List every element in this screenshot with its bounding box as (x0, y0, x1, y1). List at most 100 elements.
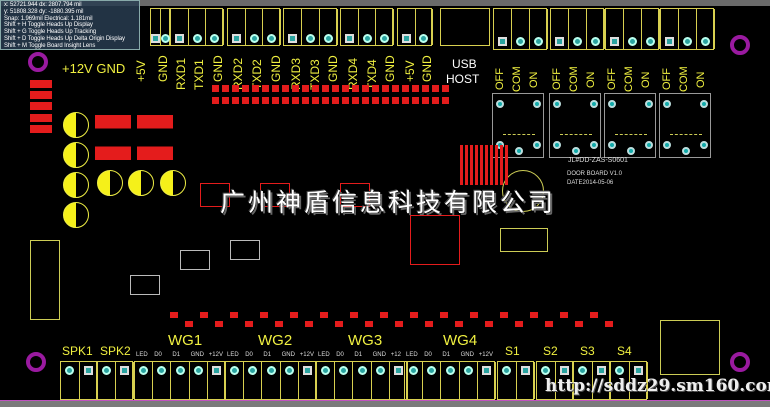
header-label: WG1 (168, 332, 203, 349)
connector-divider (297, 362, 299, 399)
pin-pad (284, 366, 294, 375)
pin-pad (615, 366, 625, 375)
resistor-pad (372, 85, 379, 92)
resistor-pad (402, 85, 409, 92)
ic-pin (500, 145, 503, 185)
smd-pad (425, 321, 433, 327)
resistor-pad (442, 85, 449, 92)
resistor-pad (372, 97, 379, 104)
relay-pad (533, 141, 541, 149)
ic-pin (475, 145, 478, 185)
connector-divider (628, 362, 630, 399)
pin-pad (362, 34, 372, 43)
pin-label: LED (227, 352, 239, 358)
pin-label: TXD1 (192, 59, 206, 90)
pin-pad (401, 34, 411, 43)
pin-pad (573, 37, 582, 46)
connector-divider (547, 9, 548, 49)
pin-label: LED (318, 352, 330, 358)
connector-divider (678, 9, 679, 49)
resistor-pad (262, 85, 269, 92)
connector-divider (515, 362, 517, 399)
hud-line: y: 51808.328 dy: -1880.395 mil (4, 8, 84, 15)
hud-line: x: 52721.944 dx: 2807.794 mil (4, 2, 82, 8)
bottom-terminal-connector (610, 361, 648, 400)
connector-divider (152, 362, 154, 399)
pin-pad (192, 34, 202, 43)
pin-pad (357, 366, 367, 375)
pin-pad (701, 37, 710, 46)
pin-pad (230, 366, 240, 375)
connector-divider (388, 362, 390, 399)
header-connector (170, 8, 224, 46)
relay-pin-label: ON (585, 71, 597, 89)
connector-divider (78, 362, 80, 399)
resistor-pad (212, 97, 219, 104)
smd-pad (230, 312, 238, 318)
header-label: S1 (505, 344, 520, 358)
resistor-pad (322, 97, 329, 104)
pin-pad (375, 366, 385, 375)
resistor-pad (422, 85, 429, 92)
electrolytic-capacitor (63, 172, 89, 198)
smd-pad (275, 321, 283, 327)
pin-pad (516, 37, 525, 46)
header-connector (283, 8, 338, 46)
smd-pad (485, 321, 493, 327)
electrolytic-capacitor (63, 202, 89, 228)
pin-label: GND (269, 55, 283, 82)
pin-label: RXD1 (174, 57, 188, 90)
connector-divider (261, 362, 263, 399)
usb-connector (440, 8, 490, 46)
mounting-hole (26, 352, 46, 372)
resistor-pad (382, 85, 389, 92)
pin-pad (380, 34, 390, 43)
pin-pad (211, 366, 221, 375)
pin-label: LED (136, 352, 148, 358)
led (30, 125, 52, 133)
connector-divider (301, 9, 302, 45)
relay-pad (515, 147, 523, 155)
pin-pad (541, 366, 551, 375)
connector-divider (188, 362, 190, 399)
bottom-terminal-connector (536, 361, 574, 400)
bottom-terminal-connector (60, 361, 98, 400)
relay-pin-label: COM (678, 66, 690, 92)
resistor-pad (302, 85, 309, 92)
smd-pad (185, 321, 193, 327)
smd-pad (290, 312, 298, 318)
resistor-pad (292, 97, 299, 104)
pin-label: +12V (478, 352, 493, 358)
pin-label: GND (383, 55, 397, 82)
relay (604, 93, 656, 158)
inductor (95, 115, 131, 160)
pin-pad (610, 37, 619, 46)
hud-line: Snap: 1.969mil Electrical: 1.181mil (4, 15, 93, 22)
bottom-terminal-connector (134, 361, 226, 400)
connector-divider (458, 362, 460, 399)
led (30, 102, 52, 110)
header-connector (340, 8, 394, 46)
pin-pad (339, 366, 349, 375)
connector-divider (529, 9, 530, 49)
smd-pad (365, 321, 373, 327)
relay-pin-label: COM (511, 66, 523, 92)
smd-pad (575, 321, 583, 327)
pin-label: LED (406, 352, 418, 358)
connector-divider (319, 9, 320, 45)
pin-pad (393, 366, 403, 375)
board-info: DOOR BOARD V1.0 (567, 171, 623, 177)
pin-label: D0 (336, 352, 344, 358)
connector-divider (604, 9, 605, 49)
pin-pad (633, 366, 643, 375)
pin-pad (231, 34, 241, 43)
pin-pad (481, 366, 491, 375)
header-label: SPK1 (62, 344, 93, 358)
relay-pin-label: OFF (661, 68, 673, 90)
smd-pad (515, 321, 523, 327)
pin-label: GND (156, 55, 170, 82)
ic-chip (200, 183, 230, 207)
pin-pad (267, 34, 277, 43)
connector-divider (647, 362, 648, 399)
